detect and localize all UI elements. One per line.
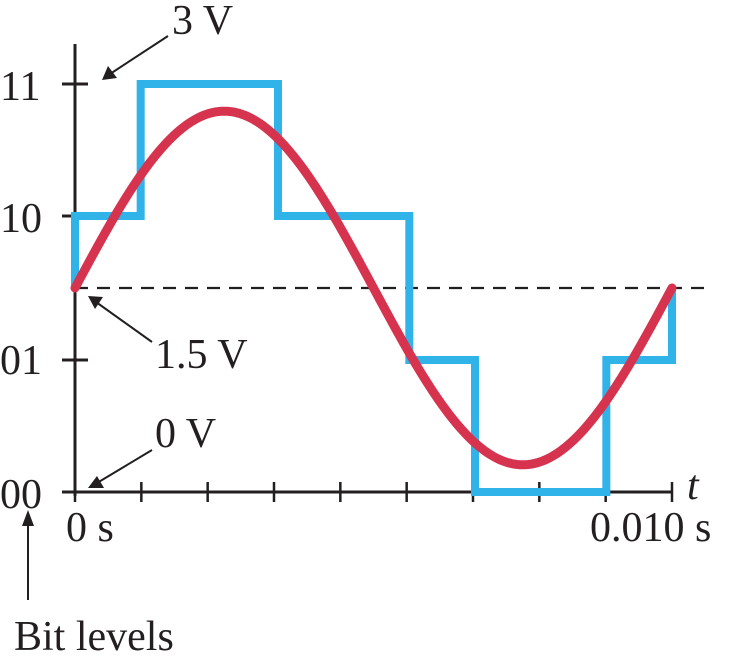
arrow-3v-head bbox=[102, 66, 117, 80]
annotation-0v: 0 V bbox=[155, 411, 216, 457]
t-axis-label: t bbox=[687, 463, 700, 509]
arrow-0v bbox=[96, 449, 153, 484]
bit-level-11: 11 bbox=[0, 64, 40, 110]
arrow-1-5v bbox=[95, 301, 153, 343]
arrow-1-5v-head bbox=[88, 296, 103, 309]
bit-level-10: 10 bbox=[0, 196, 42, 242]
bit-levels-caption: Bit levels bbox=[14, 614, 174, 657]
annotation-1-5v: 1.5 V bbox=[155, 332, 248, 378]
bit-level-00: 00 bbox=[0, 472, 42, 518]
arrow-bit-levels-head bbox=[22, 510, 34, 526]
arrow-3v bbox=[109, 35, 169, 75]
arrow-0v-head bbox=[88, 476, 104, 488]
annotation-3v: 3 V bbox=[172, 0, 233, 44]
analog-sine-wave bbox=[70, 106, 677, 470]
quantized-staircase bbox=[71, 80, 676, 496]
bit-level-01: 01 bbox=[0, 338, 42, 384]
x-end-label: 0.010 s bbox=[590, 505, 711, 551]
x-start-label: 0 s bbox=[66, 505, 114, 551]
